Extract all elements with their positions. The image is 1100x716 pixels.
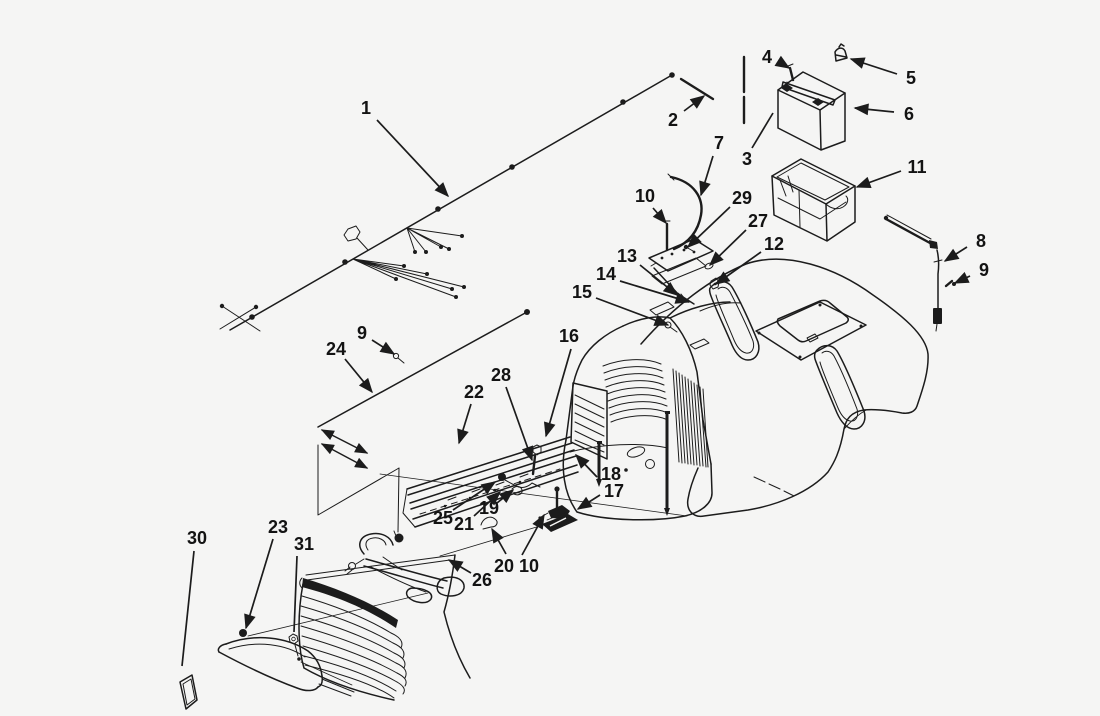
- leader-line-10-bottom: [521, 513, 545, 556]
- callout-label-10-top: 10: [635, 186, 655, 206]
- leader-line-31: [293, 555, 298, 633]
- callout-label-2: 2: [668, 110, 678, 130]
- leader-line-14: [619, 280, 691, 304]
- callout-label-30: 30: [187, 528, 207, 548]
- callout-label-29: 29: [732, 188, 752, 208]
- callout-label-23: 23: [268, 517, 288, 537]
- leader-line-9-left: [371, 339, 396, 355]
- leader-line-4: [774, 55, 791, 69]
- terminal-bolt: [787, 63, 795, 82]
- leader-line-10-top: [652, 207, 667, 225]
- callout-label-28: 28: [491, 365, 511, 385]
- callout-label-27: 27: [748, 211, 768, 231]
- callout-label-17: 17: [604, 481, 624, 501]
- leader-line-24: [344, 358, 373, 394]
- battery: [777, 71, 846, 151]
- grille: [247, 554, 471, 701]
- battery-box: [771, 158, 856, 242]
- leader-line-25: [452, 481, 497, 511]
- screw-left: [392, 352, 405, 364]
- leader-line-30: [181, 550, 195, 667]
- bumper: [217, 629, 355, 697]
- battery-cable: [679, 77, 715, 101]
- leader-line-23: [244, 538, 274, 630]
- hood-latch: [439, 486, 578, 557]
- leader-line-17: [576, 494, 601, 510]
- leader-line-13: [639, 264, 679, 296]
- leader-line-21: [473, 490, 502, 517]
- hex-screw: [531, 444, 542, 476]
- callout-label-31: 31: [294, 534, 314, 554]
- strap-bracket: [504, 479, 541, 488]
- leader-line-9-right: [953, 271, 971, 284]
- callout-label-15: 15: [572, 282, 592, 302]
- body-fender: [379, 258, 929, 518]
- callout-label-6: 6: [904, 104, 914, 124]
- callout-label-9-left: 9: [357, 323, 367, 343]
- terminal-cover: [834, 43, 848, 62]
- callout-label-10-bottom: 10: [519, 556, 539, 576]
- leader-line-5: [849, 57, 898, 75]
- hook-clip: [480, 516, 498, 530]
- leader-line-27: [708, 229, 747, 267]
- rail-carriage-bolt: [498, 473, 506, 481]
- leader-line-11: [855, 170, 902, 189]
- callout-label-25: 25: [433, 508, 453, 528]
- leader-line-18: [574, 453, 598, 478]
- clip: [511, 486, 523, 496]
- callout-label-18: 18: [601, 464, 621, 484]
- callout-label-12: 12: [764, 234, 784, 254]
- callout-label-5: 5: [906, 68, 916, 88]
- callout-label-8: 8: [976, 231, 986, 251]
- leader-line-16: [543, 348, 572, 438]
- support-rod-assembly: [317, 309, 530, 543]
- leader-line-15: [595, 297, 670, 326]
- leader-line-3: [751, 112, 774, 149]
- callout-label-13: 13: [617, 246, 637, 266]
- callout-label-14: 14: [596, 264, 616, 284]
- callout-label-21: 21: [454, 514, 474, 534]
- callout-label-26: 26: [472, 570, 492, 590]
- reflector: [179, 674, 198, 710]
- leader-line-22: [457, 403, 472, 445]
- starter-cable: [883, 214, 956, 332]
- leader-line-26: [447, 559, 472, 574]
- callout-label-1: 1: [361, 98, 371, 118]
- callout-label-22: 22: [464, 382, 484, 402]
- grille-nut: [288, 633, 353, 686]
- callout-label-11: 11: [907, 157, 926, 177]
- support-bracket-upper: [648, 238, 720, 333]
- callout-label-9-right: 9: [979, 260, 989, 280]
- leader-line-28: [505, 386, 534, 462]
- callout-label-3: 3: [742, 149, 752, 169]
- leader-line-7: [699, 155, 714, 197]
- callout-layer: 1234567891011121314151617181920212223242…: [181, 47, 989, 667]
- wiring-harness: [219, 72, 675, 332]
- callout-label-4: 4: [762, 47, 772, 67]
- leader-line-12: [714, 251, 762, 285]
- leader-line-1: [376, 119, 450, 198]
- callout-label-24: 24: [326, 339, 346, 359]
- carriage-bolt-top: [663, 220, 671, 252]
- leader-line-29: [686, 206, 731, 249]
- callout-label-16: 16: [559, 326, 579, 346]
- leader-line-6: [853, 103, 895, 116]
- callout-label-20: 20: [494, 556, 514, 576]
- console: [562, 301, 731, 521]
- leader-line-8: [943, 246, 968, 262]
- leader-line-20: [491, 527, 507, 555]
- callout-label-7: 7: [714, 133, 724, 153]
- leader-line-2: [683, 95, 706, 112]
